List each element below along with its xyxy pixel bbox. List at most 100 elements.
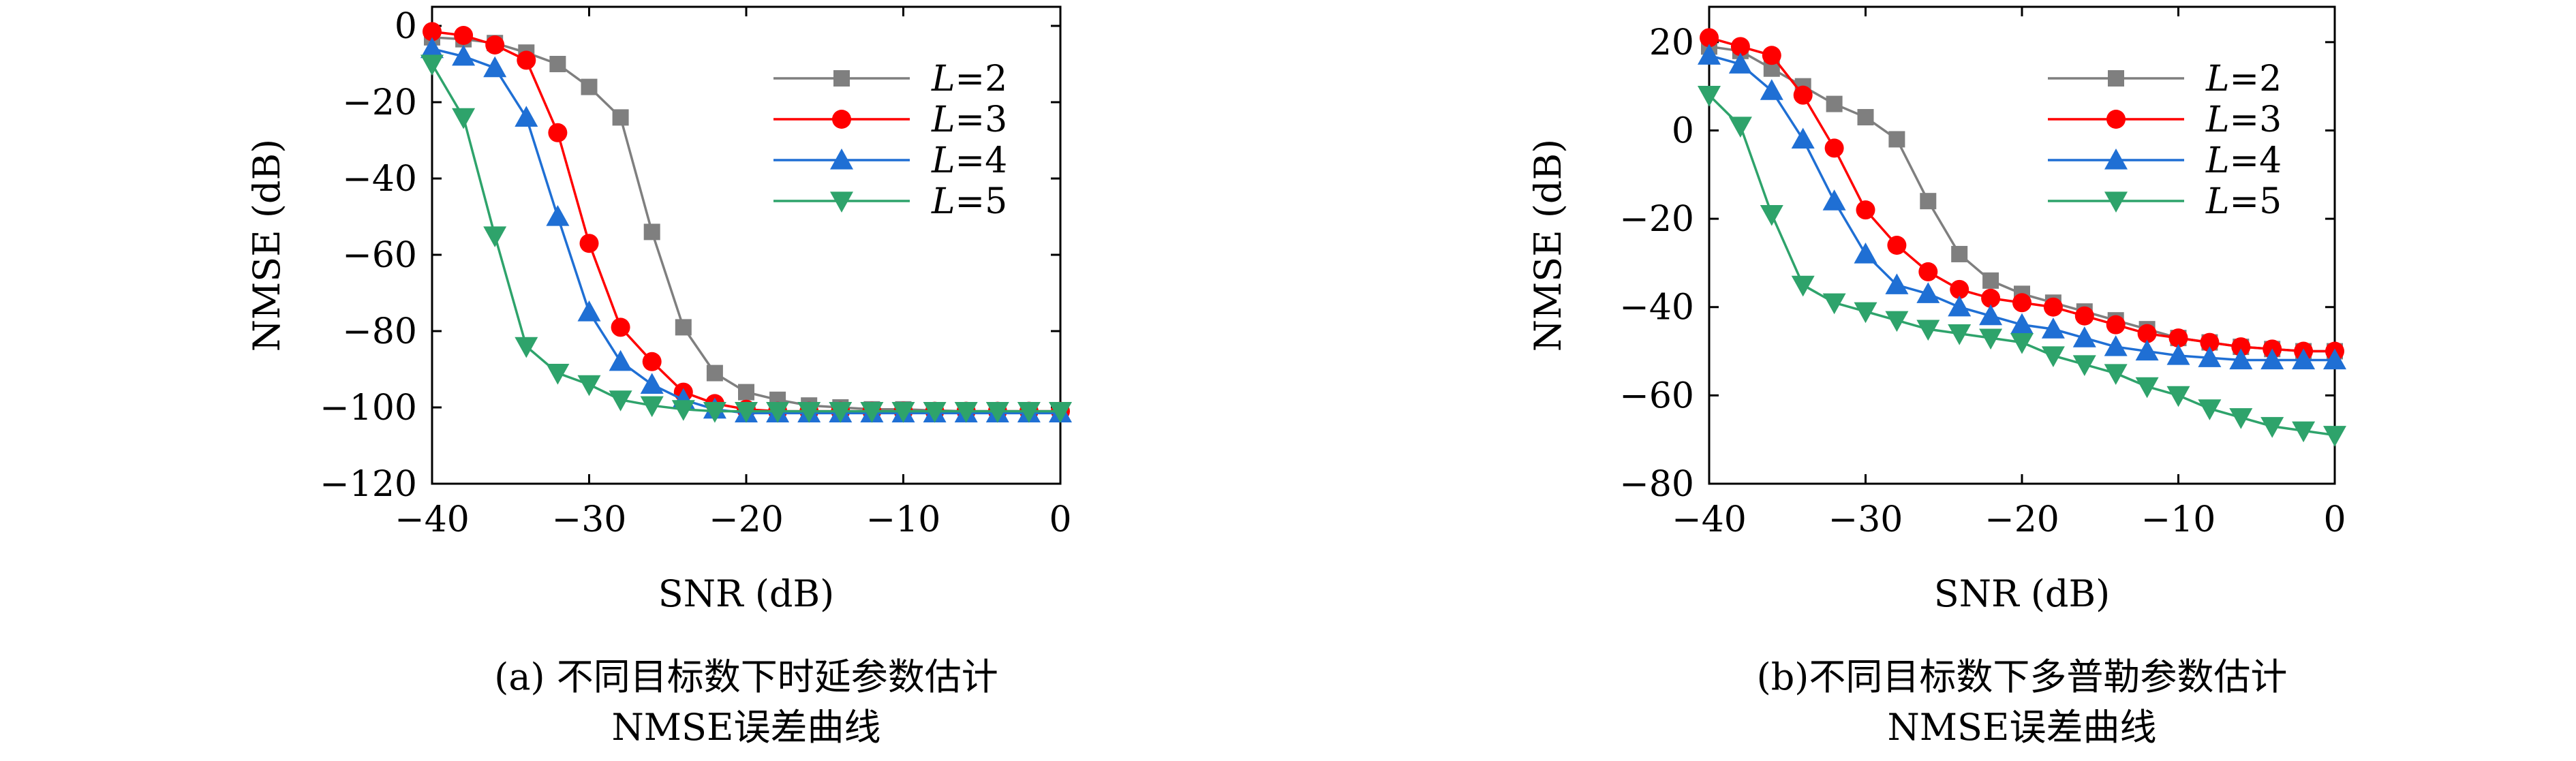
data-point-L=3	[517, 50, 536, 70]
x-tick-label: 0	[2323, 499, 2346, 540]
data-point-L=5	[2323, 426, 2346, 447]
data-point-L=4	[1791, 127, 1815, 149]
data-point-L=5	[577, 375, 601, 397]
data-point-L=5	[2198, 399, 2222, 420]
data-point-L=5	[735, 402, 758, 423]
data-point-L=4	[577, 300, 601, 322]
data-point-L=5	[546, 364, 570, 385]
data-point-L=5	[1948, 324, 1972, 345]
y-tick-label: 20	[1649, 22, 1694, 63]
x-tick-label: −20	[1984, 499, 2059, 540]
data-point-L=5	[515, 337, 538, 358]
data-point-L=5	[1728, 117, 1752, 138]
legend-label-L=3: L=3	[931, 99, 1007, 140]
data-point-L=3	[2043, 297, 2063, 317]
x-axis-label-b: SNR (dB)	[1934, 572, 2110, 615]
legend-label-L=4: L=4	[931, 140, 1007, 181]
legend-marker-L=3	[2106, 110, 2126, 129]
data-point-L=5	[2292, 421, 2316, 443]
y-tick-label: −20	[1619, 199, 1694, 240]
data-point-L=2	[1888, 131, 1905, 148]
data-point-L=4	[483, 56, 507, 78]
data-point-L=5	[452, 108, 476, 129]
data-point-L=4	[1854, 242, 1877, 264]
data-point-L=5	[2260, 417, 2284, 438]
data-point-L=5	[2072, 355, 2096, 376]
y-tick-label: −80	[1619, 464, 1694, 505]
data-point-L=3	[2074, 306, 2094, 326]
legend-marker-L=2	[2108, 70, 2124, 87]
data-point-L=3	[2106, 315, 2126, 335]
y-tick-label: −60	[1619, 375, 1694, 416]
data-point-L=4	[640, 373, 664, 394]
data-point-L=5	[1017, 402, 1041, 423]
x-tick-label: −20	[709, 499, 784, 540]
y-tick-label: −20	[342, 82, 417, 123]
data-point-L=5	[2135, 377, 2159, 399]
y-axis-label-a: NMSE (dB)	[245, 139, 288, 352]
legend-label-L=3: L=3	[2205, 99, 2282, 140]
data-point-L=3	[1793, 85, 1813, 105]
data-point-L=4	[515, 106, 538, 127]
data-point-L=3	[454, 26, 474, 45]
data-point-L=3	[2231, 337, 2251, 357]
data-point-L=3	[1918, 262, 1938, 281]
x-tick-label: −10	[2141, 499, 2216, 540]
data-point-L=5	[1916, 320, 1940, 341]
legend-marker-L=2	[833, 70, 850, 87]
y-tick-label: −60	[342, 235, 417, 276]
data-point-L=5	[923, 402, 947, 423]
data-point-L=3	[2168, 328, 2188, 348]
series-layer-a	[420, 22, 1072, 423]
legend-label-L=5: L=5	[2205, 181, 2282, 222]
data-point-L=2	[1920, 193, 1937, 210]
caption-a-line2: NMSE误差曲线	[612, 706, 881, 749]
x-tick-label: −30	[1828, 499, 1903, 540]
data-point-L=3	[642, 352, 662, 371]
data-point-L=4	[1885, 273, 1909, 294]
y-tick-label: −40	[342, 159, 417, 200]
data-point-L=2	[581, 78, 598, 95]
data-point-L=3	[2012, 293, 2031, 313]
y-tick-label: −40	[1619, 288, 1694, 328]
data-point-L=5	[640, 396, 664, 418]
series-layer-b	[1698, 28, 2346, 447]
legend-marker-L=4	[2104, 149, 2128, 170]
data-point-L=2	[675, 319, 692, 336]
data-point-L=3	[1730, 37, 1750, 57]
x-axis-label-a: SNR (dB)	[658, 572, 834, 615]
data-point-L=4	[2229, 348, 2253, 370]
data-point-L=5	[420, 55, 444, 76]
data-point-L=2	[643, 223, 660, 240]
data-point-L=4	[546, 205, 570, 226]
data-point-L=5	[829, 402, 853, 423]
data-point-L=5	[609, 390, 632, 411]
data-point-L=4	[2072, 326, 2096, 347]
legend-marker-L=3	[832, 110, 851, 129]
y-tick-label: −120	[320, 464, 417, 505]
legend-marker-L=5	[2104, 191, 2128, 213]
x-tick-label: −40	[1672, 499, 1747, 540]
data-point-L=5	[797, 402, 821, 423]
data-point-L=4	[1760, 79, 1783, 100]
data-point-L=3	[423, 22, 442, 42]
data-point-L=2	[706, 364, 723, 382]
data-point-L=2	[1951, 245, 1968, 262]
data-point-L=4	[420, 37, 444, 59]
y-tick-label: −100	[320, 388, 417, 429]
data-point-L=4	[2041, 317, 2065, 339]
data-point-L=4	[452, 44, 476, 66]
data-point-L=3	[1762, 46, 1781, 65]
legend-label-L=4: L=4	[2205, 140, 2282, 181]
data-point-L=4	[1728, 52, 1752, 74]
data-point-L=4	[2010, 313, 2034, 335]
data-point-L=3	[2137, 324, 2157, 343]
data-point-L=3	[1700, 28, 1719, 48]
data-point-L=4	[1948, 295, 1972, 317]
data-point-L=5	[985, 402, 1009, 423]
data-point-L=4	[1916, 282, 1940, 303]
data-point-L=5	[766, 402, 790, 423]
